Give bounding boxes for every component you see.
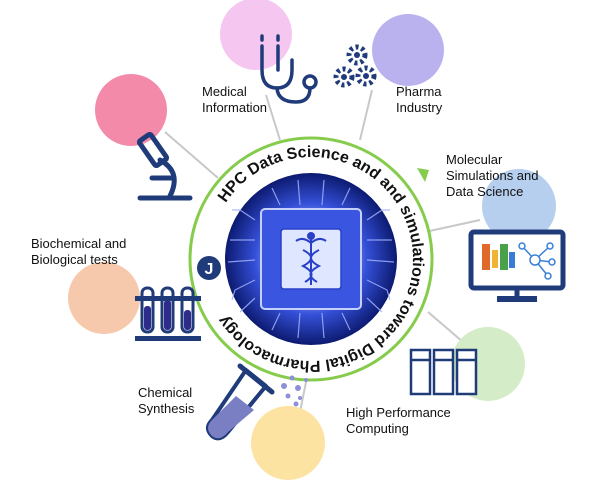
server-rack-icon xyxy=(409,348,478,396)
microscope-icon xyxy=(136,131,193,201)
topic-circle-synthesis xyxy=(251,406,325,480)
circuit-chip xyxy=(225,173,397,345)
connector-molecular xyxy=(424,219,481,233)
label-biochemical: Biochemical and Biological tests xyxy=(31,236,127,267)
label-synthesis: Chemical Synthesis xyxy=(138,385,195,416)
connector-lab xyxy=(164,131,219,179)
j-logo-icon: J xyxy=(197,256,221,280)
topic-circles xyxy=(68,0,556,480)
topic-circle-medical xyxy=(220,0,292,70)
test-tube-icon xyxy=(206,363,308,441)
topic-circle-pharma xyxy=(372,14,444,86)
ring-arrow xyxy=(417,168,429,182)
connector-pharma xyxy=(359,89,373,141)
label-molecular: Molecular Simulations and Data Science xyxy=(446,152,539,199)
label-hpc: High Performance Computing xyxy=(346,405,451,436)
topic-circle-molecular xyxy=(482,169,556,243)
svg-text:J: J xyxy=(205,261,214,278)
topic-circle-lab xyxy=(95,74,167,146)
stethoscope-icon xyxy=(260,34,318,104)
monitor-molecule-icon xyxy=(468,229,566,302)
caduceus-icon xyxy=(295,232,327,285)
label-medical: Medical Information xyxy=(202,84,268,115)
test-tube-rack-icon xyxy=(135,286,201,341)
topic-circle-biochemical xyxy=(68,262,140,334)
label-pharma: Pharma Industry xyxy=(396,84,443,115)
circuit-traces xyxy=(227,179,395,339)
connector-medical xyxy=(265,94,281,141)
gears-icon xyxy=(333,44,377,88)
